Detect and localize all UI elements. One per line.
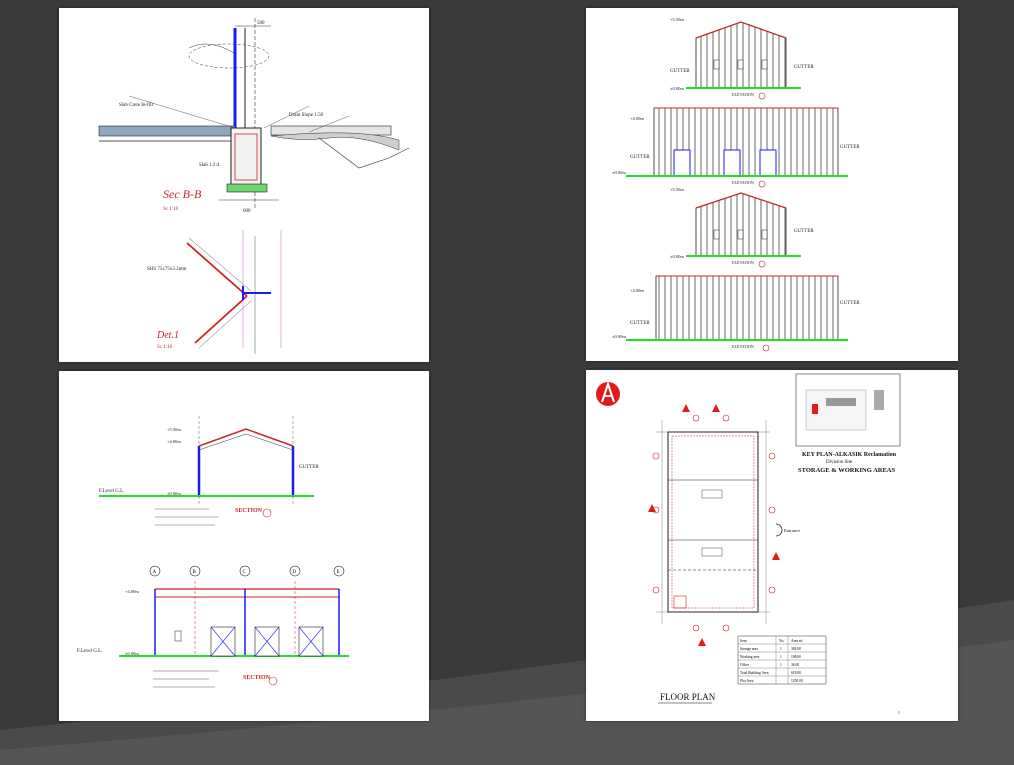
table-cell: Plot Area (740, 679, 754, 683)
grid-bubbles: A B C D E (149, 565, 345, 577)
level-3b: ±0.00m (670, 254, 684, 259)
section-label-2: SECTION (243, 675, 271, 681)
gutter-label-2b: GUTTER (630, 155, 650, 160)
gutter-label-1: GUTTER (794, 65, 814, 70)
table-cell: No. (779, 639, 784, 643)
key-plan-main: STORAGE & WORKING AREAS (798, 467, 895, 474)
dimension-top: 500 (257, 21, 265, 26)
table-cell: 1 (780, 647, 782, 651)
dimension-bottom: 600 (243, 209, 251, 214)
footing-note: Slab 1:2:4 (199, 163, 220, 168)
drawing-sheet-sections: GUTTER +5.50m +4.00m ±0.00m F.Level G.L.… (59, 371, 429, 721)
level-3a: +5.50m (670, 187, 684, 192)
gutter-label-1b: GUTTER (670, 69, 690, 74)
floor-plan-outline (667, 431, 759, 613)
company-logo (596, 380, 620, 406)
level-4a: +4.00m (630, 288, 644, 293)
table-cell: Office (740, 663, 750, 667)
table-cell: Working area (740, 655, 760, 659)
gutter-label-4b: GUTTER (630, 321, 650, 326)
table-cell: Storage area (740, 647, 758, 651)
elevations-drawing: GUTTER GUTTER +5.50m ±0.00m ELEVATION GU… (612, 17, 860, 352)
gutter-label-4: GUTTER (840, 301, 860, 306)
grid-label-c: C (243, 570, 247, 575)
table-cell: Item (740, 639, 747, 643)
ground-level-label-1: F.Level G.L. (99, 489, 124, 494)
page-number: 1 (898, 710, 900, 715)
drawing-sheet-floor-plan: KEY PLAN-ALKASIK Reclamation Division Si… (586, 370, 958, 721)
table-cell: 1250.00 (791, 679, 803, 683)
level-d: +4.00m (125, 589, 139, 594)
table-cell: 36.00 (791, 663, 799, 667)
floor-plan-drawing: KEY PLAN-ALKASIK Reclamation Division Si… (596, 373, 901, 715)
detail-scale: Sc 1:10 (157, 345, 173, 350)
level-2b: ±0.00m (612, 170, 626, 175)
gutter-label: GUTTER (299, 465, 319, 470)
grid-label-d: D (293, 570, 297, 575)
elevation-label-3: ELEVATION (732, 260, 754, 265)
table-cell: 1 (780, 663, 782, 667)
floor-plan-title: FLOOR PLAN (660, 692, 716, 702)
level-a: +5.50m (167, 427, 181, 432)
level-4b: ±0.00m (612, 334, 626, 339)
slab-note: Slab Crete In-fill (119, 103, 153, 108)
detail-title: Det.1 (156, 330, 179, 341)
level-1b: ±0.00m (670, 86, 684, 91)
section-detail-drawing: Slab Crete In-fill Drain Slope 1:50 Slab… (98, 18, 410, 354)
gutter-label-2: GUTTER (840, 145, 860, 150)
elevation-label-1: ELEVATION (732, 92, 754, 97)
section-title: Sec B-B (163, 187, 202, 201)
table-cell: 198.00 (791, 655, 801, 659)
ground-level-label-2: F.Level G.L. (77, 649, 102, 654)
gutter-label-3: GUTTER (794, 229, 814, 234)
elevation-label-2: ELEVATION (732, 180, 754, 185)
level-b: +4.00m (167, 439, 181, 444)
table-cell: 1 (780, 655, 782, 659)
table-cell: Area m² (791, 639, 803, 643)
table-cell: 384.00 (791, 647, 801, 651)
drawing-sheet-elevations: GUTTER GUTTER +5.50m ±0.00m ELEVATION GU… (586, 8, 958, 361)
entrance-label: Entrance (784, 528, 800, 533)
section-scale: Sc 1:10 (163, 207, 179, 212)
grid-label-a: A (153, 570, 157, 575)
area-table: Item No. Area m² Storage area 1 384.00 W… (737, 635, 827, 685)
sections-drawing: GUTTER +5.50m +4.00m ±0.00m F.Level G.L.… (77, 416, 349, 688)
elevation-label-4: ELEVATION (732, 344, 754, 349)
drawing-sheet-section-detail: Slab Crete In-fill Drain Slope 1:50 Slab… (59, 8, 429, 362)
level-2a: +4.00m (630, 116, 644, 121)
detail-note: SHS 75x75x3.2mm (147, 267, 187, 272)
grid-label-b: B (193, 570, 197, 575)
table-cell: Total Building Area (740, 671, 769, 675)
level-e: ±0.00m (125, 651, 139, 656)
section-label-1: SECTION (235, 508, 263, 514)
key-plan-title: KEY PLAN-ALKASIK Reclamation (802, 452, 897, 458)
key-plan-subtitle: Division Site (826, 460, 853, 465)
level-1a: +5.50m (670, 17, 684, 22)
grid-label-e: E (337, 570, 340, 575)
drain-note: Drain Slope 1:50 (289, 113, 324, 118)
table-cell: 618.00 (791, 671, 801, 675)
level-c: ±0.00m (167, 491, 181, 496)
